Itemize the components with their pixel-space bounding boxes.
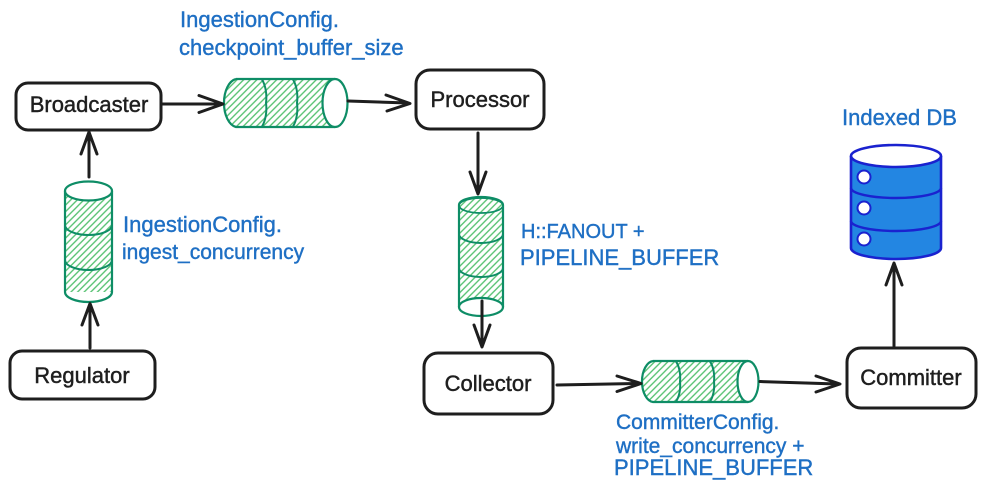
svg-text:ingest_concurrency: ingest_concurrency	[122, 241, 305, 264]
svg-text:Regulator: Regulator	[34, 363, 129, 388]
svg-text:H::FANOUT +: H::FANOUT +	[521, 221, 645, 243]
svg-text:IngestionConfig.: IngestionConfig.	[180, 7, 339, 32]
svg-text:Indexed DB: Indexed DB	[842, 105, 957, 130]
svg-text:PIPELINE_BUFFER: PIPELINE_BUFFER	[614, 455, 813, 480]
svg-text:IngestionConfig.: IngestionConfig.	[123, 212, 282, 237]
svg-text:Broadcaster: Broadcaster	[30, 92, 149, 117]
svg-text:CommitterConfig.: CommitterConfig.	[616, 411, 779, 434]
svg-text:Committer: Committer	[860, 365, 961, 390]
svg-text:Collector: Collector	[445, 371, 532, 396]
svg-text:Processor: Processor	[430, 87, 529, 112]
svg-text:checkpoint_buffer_size: checkpoint_buffer_size	[179, 35, 404, 60]
svg-text:write_concurrency +: write_concurrency +	[615, 435, 805, 458]
svg-text:PIPELINE_BUFFER: PIPELINE_BUFFER	[520, 245, 719, 270]
